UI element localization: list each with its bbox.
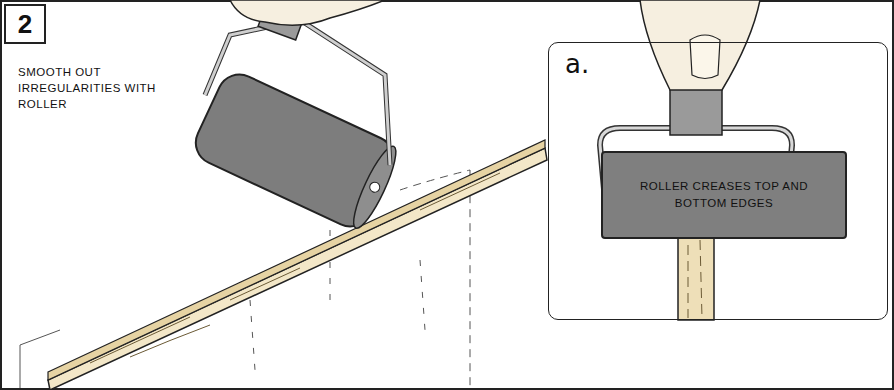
- detail-letter: a.: [565, 49, 589, 79]
- step-instruction: SMOOTH OUT IRREGULARITIES WITH ROLLER: [18, 64, 168, 112]
- veneer-roller: [189, 0, 404, 235]
- hand: [230, 0, 385, 25]
- detail-inset: a. ROLLER CREASES TOP AND BOTTOM EDGES: [548, 42, 888, 320]
- roller-cylinder: ROLLER CREASES TOP AND BOTTOM EDGES: [601, 151, 847, 239]
- step-number: 2: [18, 11, 32, 37]
- step-number-box: 2: [4, 4, 46, 44]
- roller-note: ROLLER CREASES TOP AND BOTTOM EDGES: [617, 178, 831, 211]
- inset-edge-strip: [672, 226, 720, 320]
